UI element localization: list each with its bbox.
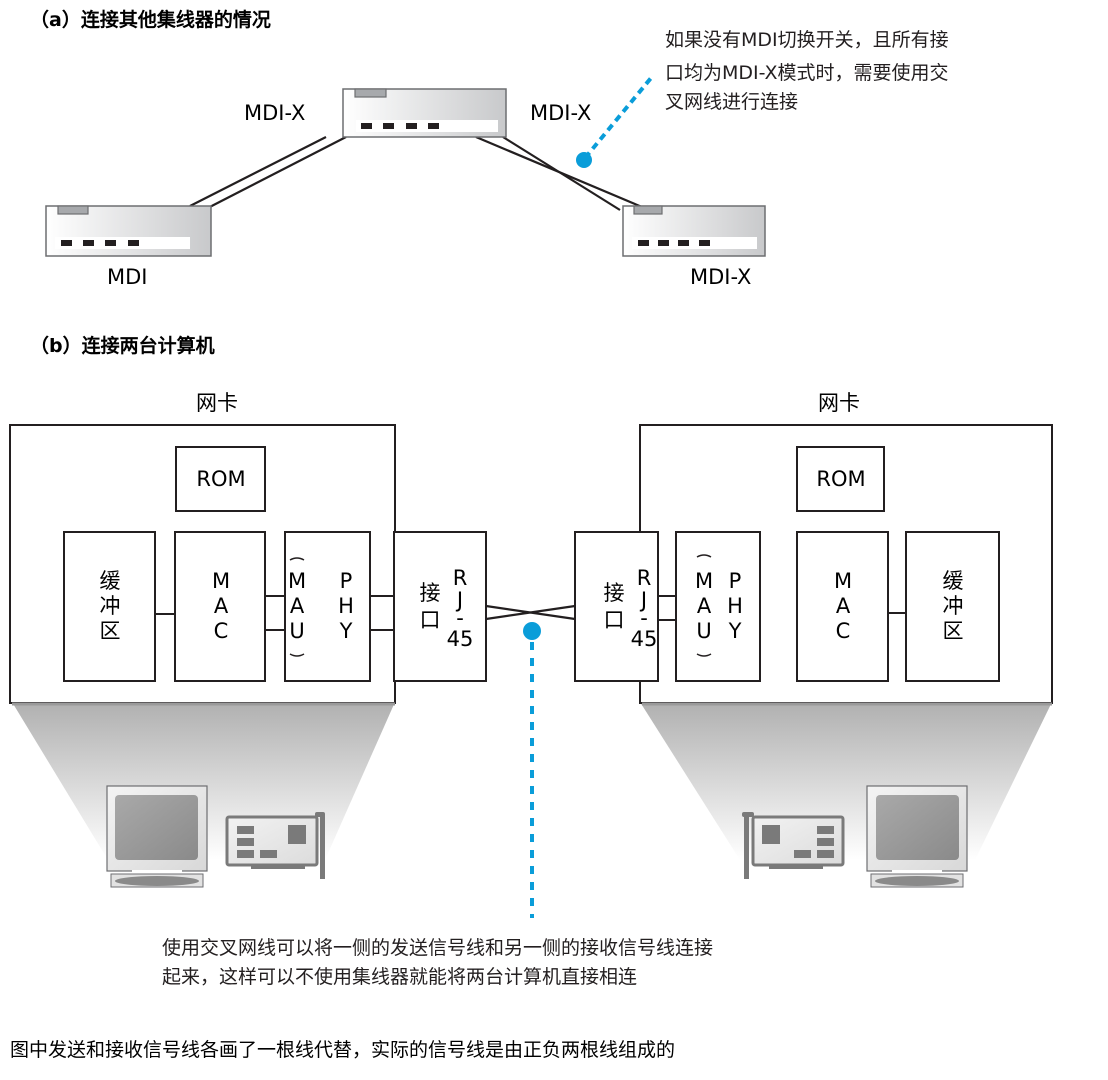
svg-text:接: 接: [604, 581, 625, 605]
svg-text:M: M: [288, 569, 306, 593]
svg-text:C: C: [836, 619, 851, 643]
svg-text:缓: 缓: [943, 569, 964, 593]
svg-text:缓: 缓: [100, 569, 121, 593]
svg-text:P: P: [729, 569, 742, 593]
rom-block: [175, 446, 266, 512]
footnote: 图中发送和接收信号线各画了一根线代替，实际的信号线是由正负两根线组成的: [10, 1039, 675, 1061]
svg-text:R: R: [637, 566, 652, 590]
svg-text:M: M: [834, 569, 852, 593]
callout-a-text: 如果没有MDI切换开关，且所有接 口均为MDI-X模式时，需要使用交 叉网线进行…: [665, 29, 949, 113]
svg-text:M: M: [212, 569, 230, 593]
hub-ports: [361, 123, 439, 129]
hub-top: [342, 88, 507, 138]
svg-text:H: H: [727, 594, 743, 618]
svg-text:R: R: [453, 566, 468, 590]
svg-text:使用交叉网线可以将一侧的发送信号线和另一侧的接收信号线连接: 使用交叉网线可以将一侧的发送信号线和另一侧的接收信号线连接: [162, 937, 713, 959]
straight-cable: [189, 136, 347, 213]
hub-left-label: MDI: [107, 265, 147, 289]
rj45-block: [393, 531, 487, 682]
hub-right-label: MDI-X: [690, 265, 751, 289]
hub-ports: [61, 240, 139, 246]
network-card-icon: [742, 812, 845, 879]
svg-text:-: -: [640, 606, 648, 630]
svg-text:Y: Y: [339, 619, 353, 643]
hub-top-left-label: MDI-X: [244, 101, 305, 125]
rom-label: ROM: [196, 467, 245, 491]
hub-right: [622, 205, 766, 257]
callout-b-pointer: [523, 622, 541, 918]
svg-text:J: J: [455, 588, 463, 612]
svg-text:C: C: [214, 619, 229, 643]
svg-text:A: A: [836, 594, 851, 618]
svg-text:A: A: [290, 594, 305, 618]
nic-left-title: 网卡: [196, 391, 238, 415]
svg-text:口均为MDI-X模式时，需要使用交: 口均为MDI-X模式时，需要使用交: [665, 62, 949, 84]
callout-b-text: 使用交叉网线可以将一侧的发送信号线和另一侧的接收信号线连接 起来，这样可以不使用…: [162, 937, 713, 988]
monitor-icon: [106, 785, 208, 888]
nic-right-title: 网卡: [818, 391, 860, 415]
svg-text:A: A: [697, 594, 712, 618]
rom-block: [796, 446, 885, 512]
svg-text:U: U: [289, 619, 304, 643]
svg-text:口: 口: [420, 608, 441, 632]
buffer-block: [63, 531, 156, 682]
mac-block: [174, 531, 266, 682]
callout-a-pointer: [576, 76, 653, 168]
svg-text:M: M: [695, 569, 713, 593]
svg-text:区: 区: [943, 619, 964, 643]
svg-text:U: U: [696, 619, 711, 643]
svg-text:接: 接: [420, 581, 441, 605]
section-a-title: （a）连接其他集线器的情况: [30, 8, 271, 31]
nic-right: ROM 接 口 R J - 45 M A U P H Y M A C 缓 冲 区: [574, 424, 1053, 706]
rom-label: ROM: [816, 467, 865, 491]
svg-text:起来，这样可以不使用集线器就能将两台计算机直接相连: 起来，这样可以不使用集线器就能将两台计算机直接相连: [162, 966, 637, 988]
svg-text:J: J: [639, 588, 647, 612]
svg-text:45: 45: [631, 627, 658, 651]
nic-left: ROM 缓 冲 区 M A C M A U P H Y 接 口 R J - 45: [9, 424, 487, 706]
nic-right-beam: [640, 702, 1052, 860]
buffer-block: [905, 531, 1000, 682]
svg-text:45: 45: [447, 627, 474, 651]
mac-block: [796, 531, 889, 682]
svg-text:A: A: [214, 594, 229, 618]
section-b-title: （b）连接两台计算机: [30, 334, 215, 357]
svg-text:冲: 冲: [100, 594, 121, 618]
crossover-cable-b: [485, 604, 576, 621]
svg-text:叉网线进行连接: 叉网线进行连接: [665, 91, 798, 113]
svg-text:-: -: [456, 606, 464, 630]
hub-left: [45, 205, 212, 257]
svg-text:H: H: [338, 594, 354, 618]
hub-ports: [638, 240, 710, 246]
monitor-icon: [866, 785, 968, 888]
svg-text:如果没有MDI切换开关，且所有接: 如果没有MDI切换开关，且所有接: [665, 29, 949, 51]
rj45-block: [574, 531, 659, 682]
crossover-cable: [475, 135, 643, 211]
svg-text:口: 口: [604, 608, 625, 632]
network-card-icon: [225, 812, 325, 879]
svg-text:Y: Y: [728, 619, 742, 643]
phy-block: [675, 531, 761, 682]
hub-top-right-label: MDI-X: [530, 101, 591, 125]
svg-text:区: 区: [100, 619, 121, 643]
svg-text:P: P: [340, 569, 353, 593]
svg-text:冲: 冲: [943, 594, 964, 618]
